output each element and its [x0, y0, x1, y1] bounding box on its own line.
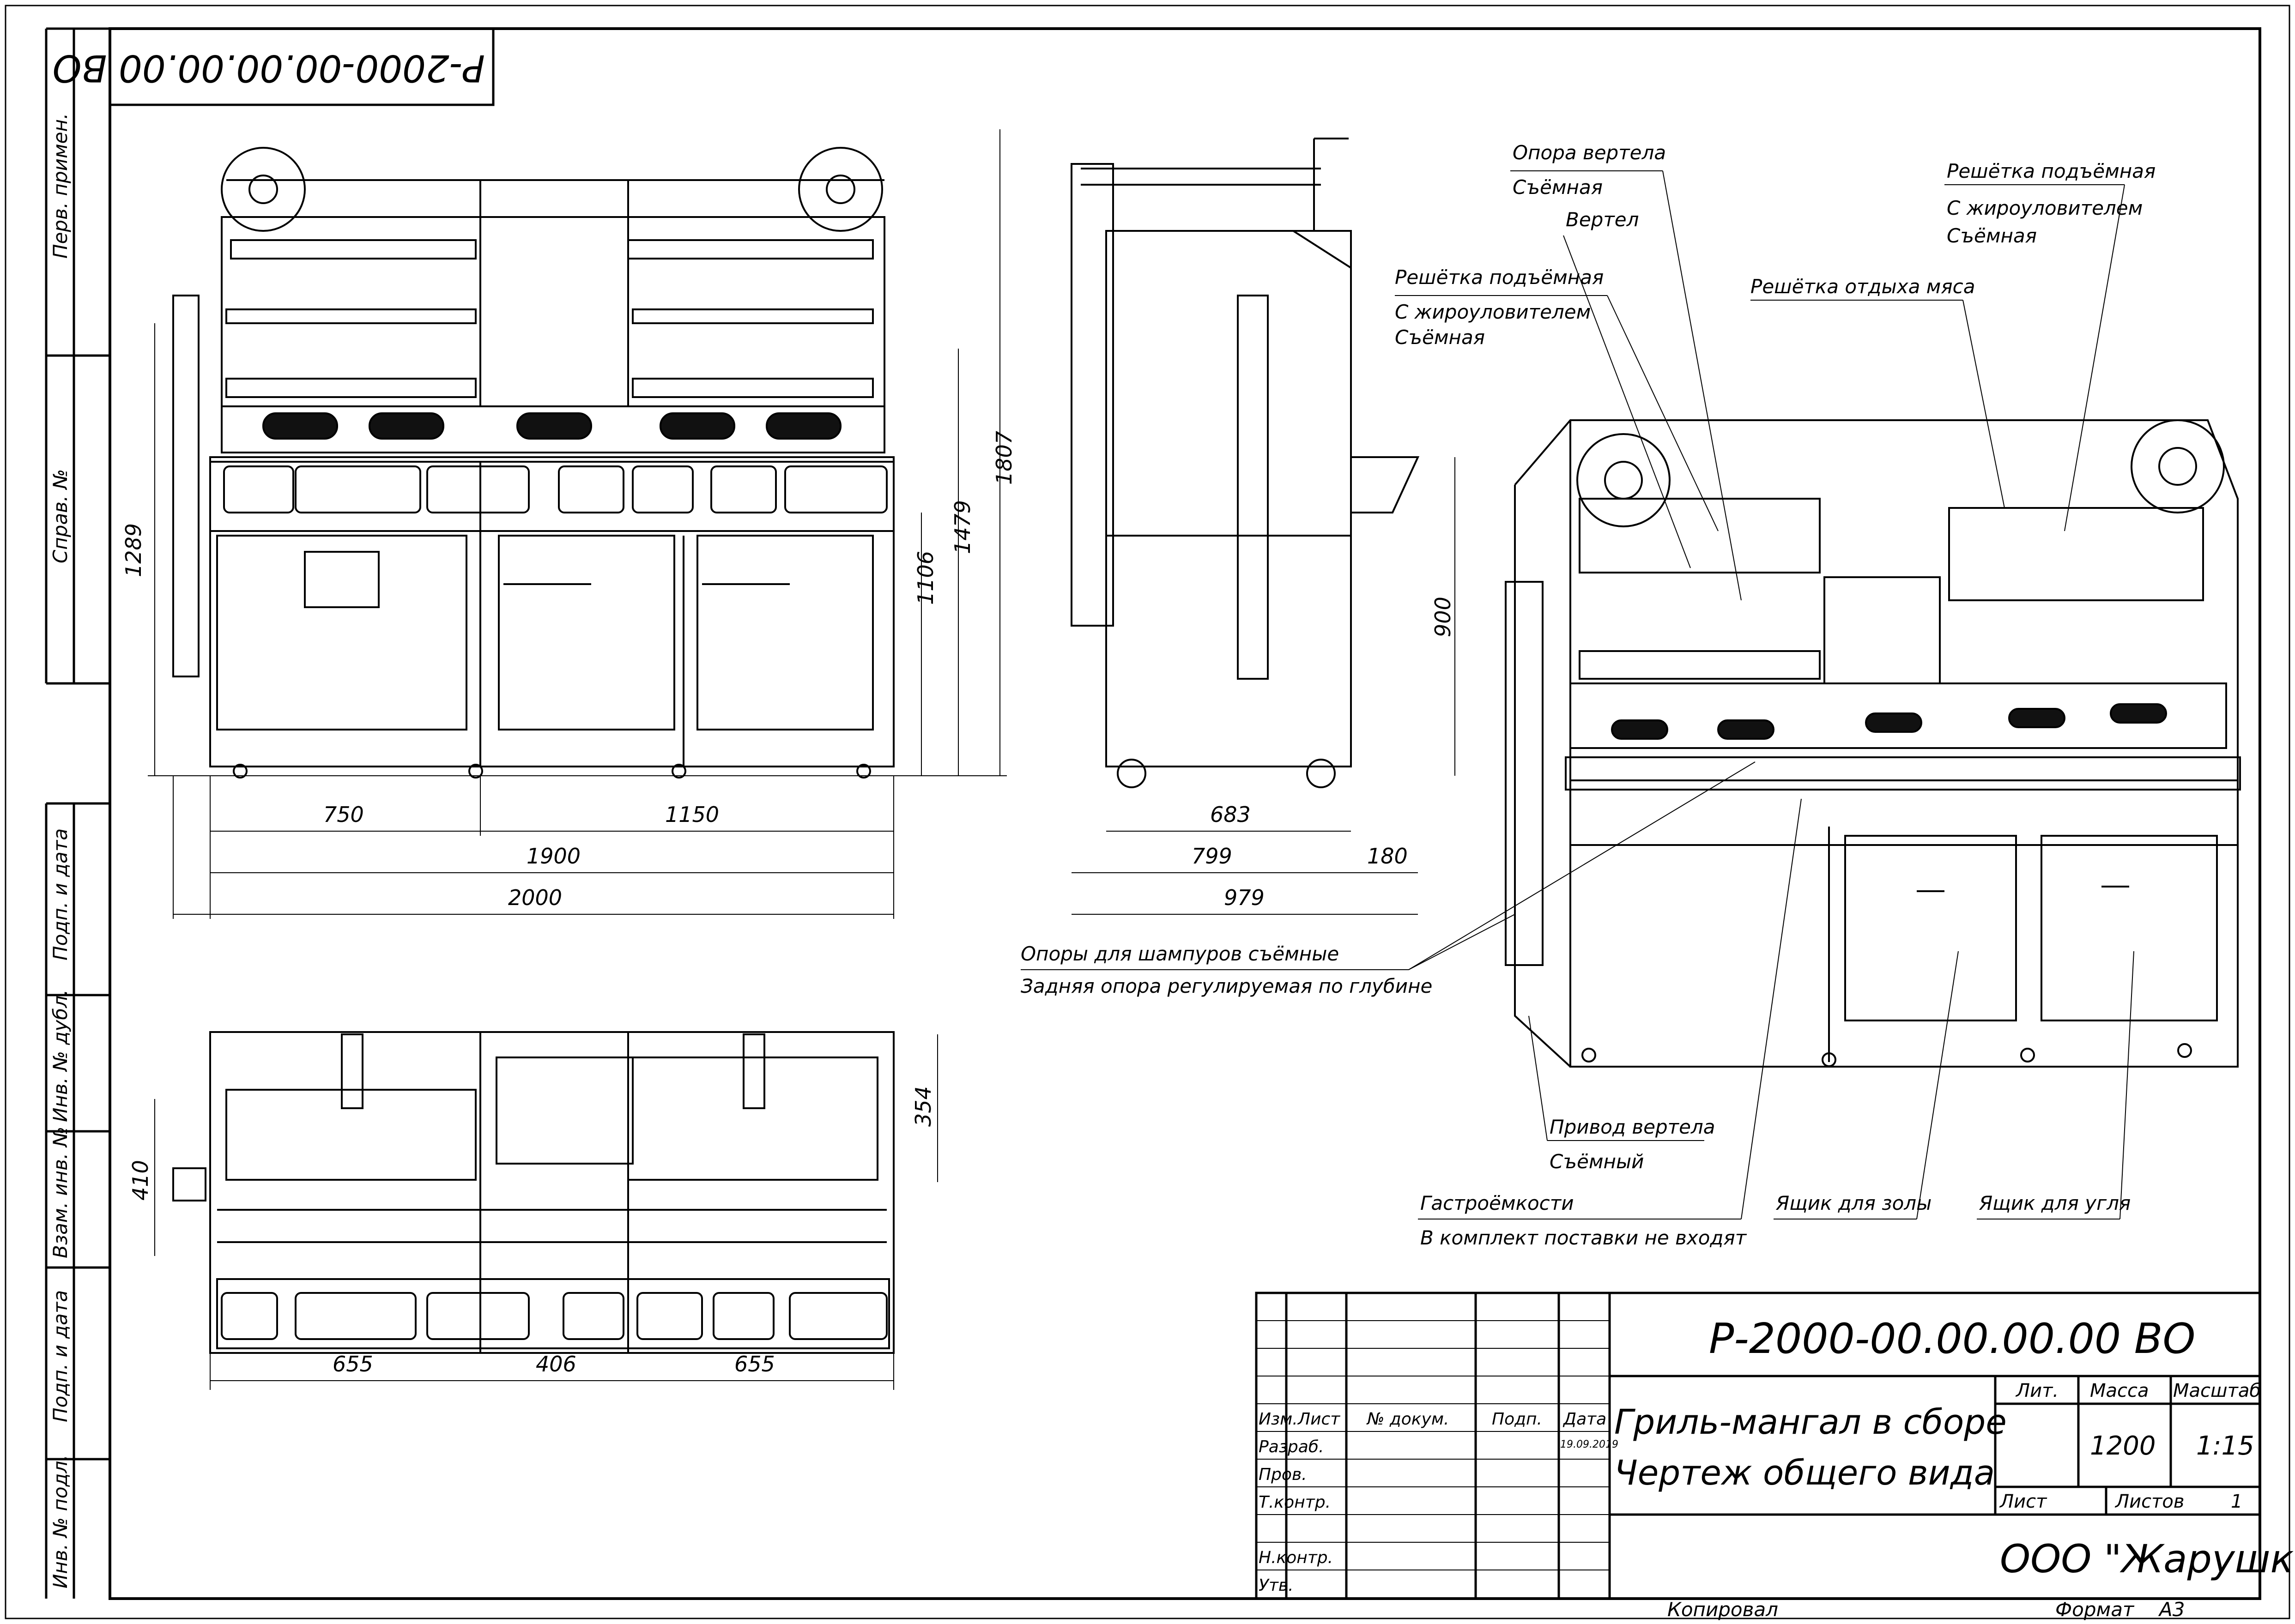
- tb-scale-value: 1:15: [2196, 1431, 2254, 1461]
- callout-gastro: Гастроёмкости: [1420, 1192, 1574, 1214]
- callout-lift-grate-left-note2: Съёмная: [1395, 326, 1485, 349]
- dim-1106: 1106: [913, 551, 938, 605]
- title-block-text: Р-2000-00.00.00.00 ВО Гриль-мангал в сбо…: [1259, 1315, 2295, 1595]
- dim-1807: 1807: [992, 431, 1017, 485]
- label-inv-podl: Инв. № подл.: [49, 1455, 72, 1588]
- tb-row-utv: Утв.: [1259, 1576, 1294, 1595]
- tb-col-date: Дата: [1562, 1410, 1606, 1429]
- dim-900: 900: [1430, 597, 1455, 637]
- leader-lines: [1021, 170, 2134, 1220]
- dim-1479: 1479: [950, 500, 975, 554]
- tb-name-line2: Чертеж общего вида: [1614, 1453, 1995, 1493]
- tb-company: ООО "Жарушка": [2000, 1536, 2295, 1582]
- tb-name-line1: Гриль-мангал в сборе: [1614, 1402, 2007, 1442]
- tb-col-list: Лист: [1297, 1410, 1340, 1429]
- inner-frame: [109, 27, 2261, 1600]
- callout-meat-rest-grate: Решётка отдыха мяса: [1750, 275, 1975, 298]
- footer-format-label: Формат: [2055, 1598, 2135, 1621]
- footer-format-value: А3: [2158, 1598, 2185, 1621]
- top-stamp-designation: Р-2000-00.00.00.00 ВО: [53, 47, 485, 90]
- tb-scale-label: Масштаб: [2173, 1380, 2261, 1401]
- tb-col-doc: № докум.: [1366, 1410, 1449, 1429]
- callout-spit-support: Опора вертела: [1513, 141, 1666, 164]
- dim-750: 750: [323, 802, 364, 827]
- dimension-lines: [148, 129, 1455, 1390]
- callout-spit-drive: Привод вертела: [1550, 1116, 1715, 1138]
- isometric-view: [1505, 419, 2241, 1068]
- tb-designation: Р-2000-00.00.00.00 ВО: [1709, 1315, 2195, 1363]
- footer-text: Копировал Формат А3: [1667, 1598, 2185, 1621]
- callout-gastro-note: В комплект поставки не входят: [1420, 1226, 1747, 1249]
- tb-col-sign: Подп.: [1492, 1410, 1542, 1429]
- callout-rear-support: Задняя опора регулируемая по глубине: [1021, 975, 1432, 997]
- dim-410: 410: [128, 1160, 153, 1201]
- label-podp-data-1: Подп. и дата: [49, 828, 72, 960]
- label-inv-dubl: Инв. № дубл.: [49, 990, 72, 1122]
- tb-row-tkontr: Т.контр.: [1259, 1493, 1331, 1512]
- callout-lift-grate-left: Решётка подъёмная: [1395, 266, 1604, 289]
- callout-ash-box: Ящик для золы: [1775, 1192, 1932, 1214]
- tb-date-value: 19.09.2019: [1560, 1439, 1618, 1450]
- footer-copied: Копировал: [1667, 1598, 1778, 1621]
- tb-col-izm: Изм.: [1259, 1410, 1298, 1429]
- front-view: [172, 147, 895, 779]
- side-view: [1071, 138, 1420, 788]
- top-stamp-box: [109, 27, 495, 106]
- left-strip-table: [45, 27, 110, 1599]
- label-perv-primen: Перв. примен.: [49, 113, 72, 259]
- tb-sheets-label: Листов: [2114, 1491, 2184, 1512]
- tb-mass-label: Масса: [2090, 1380, 2149, 1401]
- tb-sheet-label: Лист: [1999, 1491, 2047, 1512]
- label-sprav-no: Справ. №: [49, 469, 72, 563]
- top-view: [172, 1031, 895, 1354]
- dim-799: 799: [1192, 844, 1232, 869]
- callout-spit-drive-note: Съёмный: [1550, 1150, 1644, 1173]
- dim-1900: 1900: [527, 844, 581, 869]
- callout-lift-grate-right-note2: Съёмная: [1947, 224, 2037, 247]
- callout-spit: Вертел: [1566, 208, 1639, 231]
- dim-180: 180: [1367, 844, 1408, 869]
- sheet-border: [5, 5, 2290, 1619]
- callout-coal-box: Ящик для угля: [1979, 1192, 2131, 1214]
- dim-406: 406: [536, 1352, 576, 1376]
- tb-lit-label: Лит.: [2015, 1380, 2059, 1401]
- title-block-lines: [1255, 1292, 2261, 1600]
- dim-1289: 1289: [121, 523, 146, 577]
- tb-row-nkontr: Н.контр.: [1259, 1548, 1333, 1567]
- dim-979: 979: [1224, 885, 1265, 910]
- callout-spit-support-note: Съёмная: [1513, 176, 1603, 199]
- callout-lift-grate-right: Решётка подъёмная: [1947, 160, 2156, 182]
- label-podp-data-2: Подп. и дата: [49, 1290, 72, 1422]
- callout-lift-grate-left-note1: С жироуловителем: [1395, 301, 1591, 323]
- side-view-dimensions: 683 799 180 979 900: [1192, 597, 1455, 910]
- dim-2000: 2000: [508, 885, 562, 910]
- dim-683: 683: [1210, 802, 1251, 827]
- dim-655-right: 655: [734, 1352, 775, 1376]
- tb-row-prov: Пров.: [1259, 1465, 1307, 1484]
- dim-1150: 1150: [665, 802, 719, 827]
- label-vzam-inv: Взам. инв. №: [49, 1127, 72, 1258]
- front-view-dimensions: 750 1150 1900 2000 1289 1106 1479 1807: [121, 431, 1017, 910]
- callout-lift-grate-right-note1: С жироуловителем: [1947, 197, 2143, 219]
- dim-655-left: 655: [333, 1352, 373, 1376]
- title-block-grid: [1256, 1320, 1610, 1570]
- tb-sheets-value: 1: [2231, 1491, 2242, 1512]
- callout-skewer-supports: Опоры для шампуров съёмные: [1021, 942, 1339, 965]
- tb-mass-value: 1200: [2090, 1431, 2156, 1461]
- tb-row-razrab: Разраб.: [1259, 1437, 1324, 1456]
- top-view-dimensions: 655 406 655 410 354: [128, 1086, 936, 1376]
- callouts: Опора вертела Съёмная Вертел Решётка под…: [1021, 141, 2156, 1249]
- dim-354: 354: [911, 1086, 936, 1127]
- left-column-labels: Перв. примен. Справ. № Подп. и дата Инв.…: [49, 113, 72, 1588]
